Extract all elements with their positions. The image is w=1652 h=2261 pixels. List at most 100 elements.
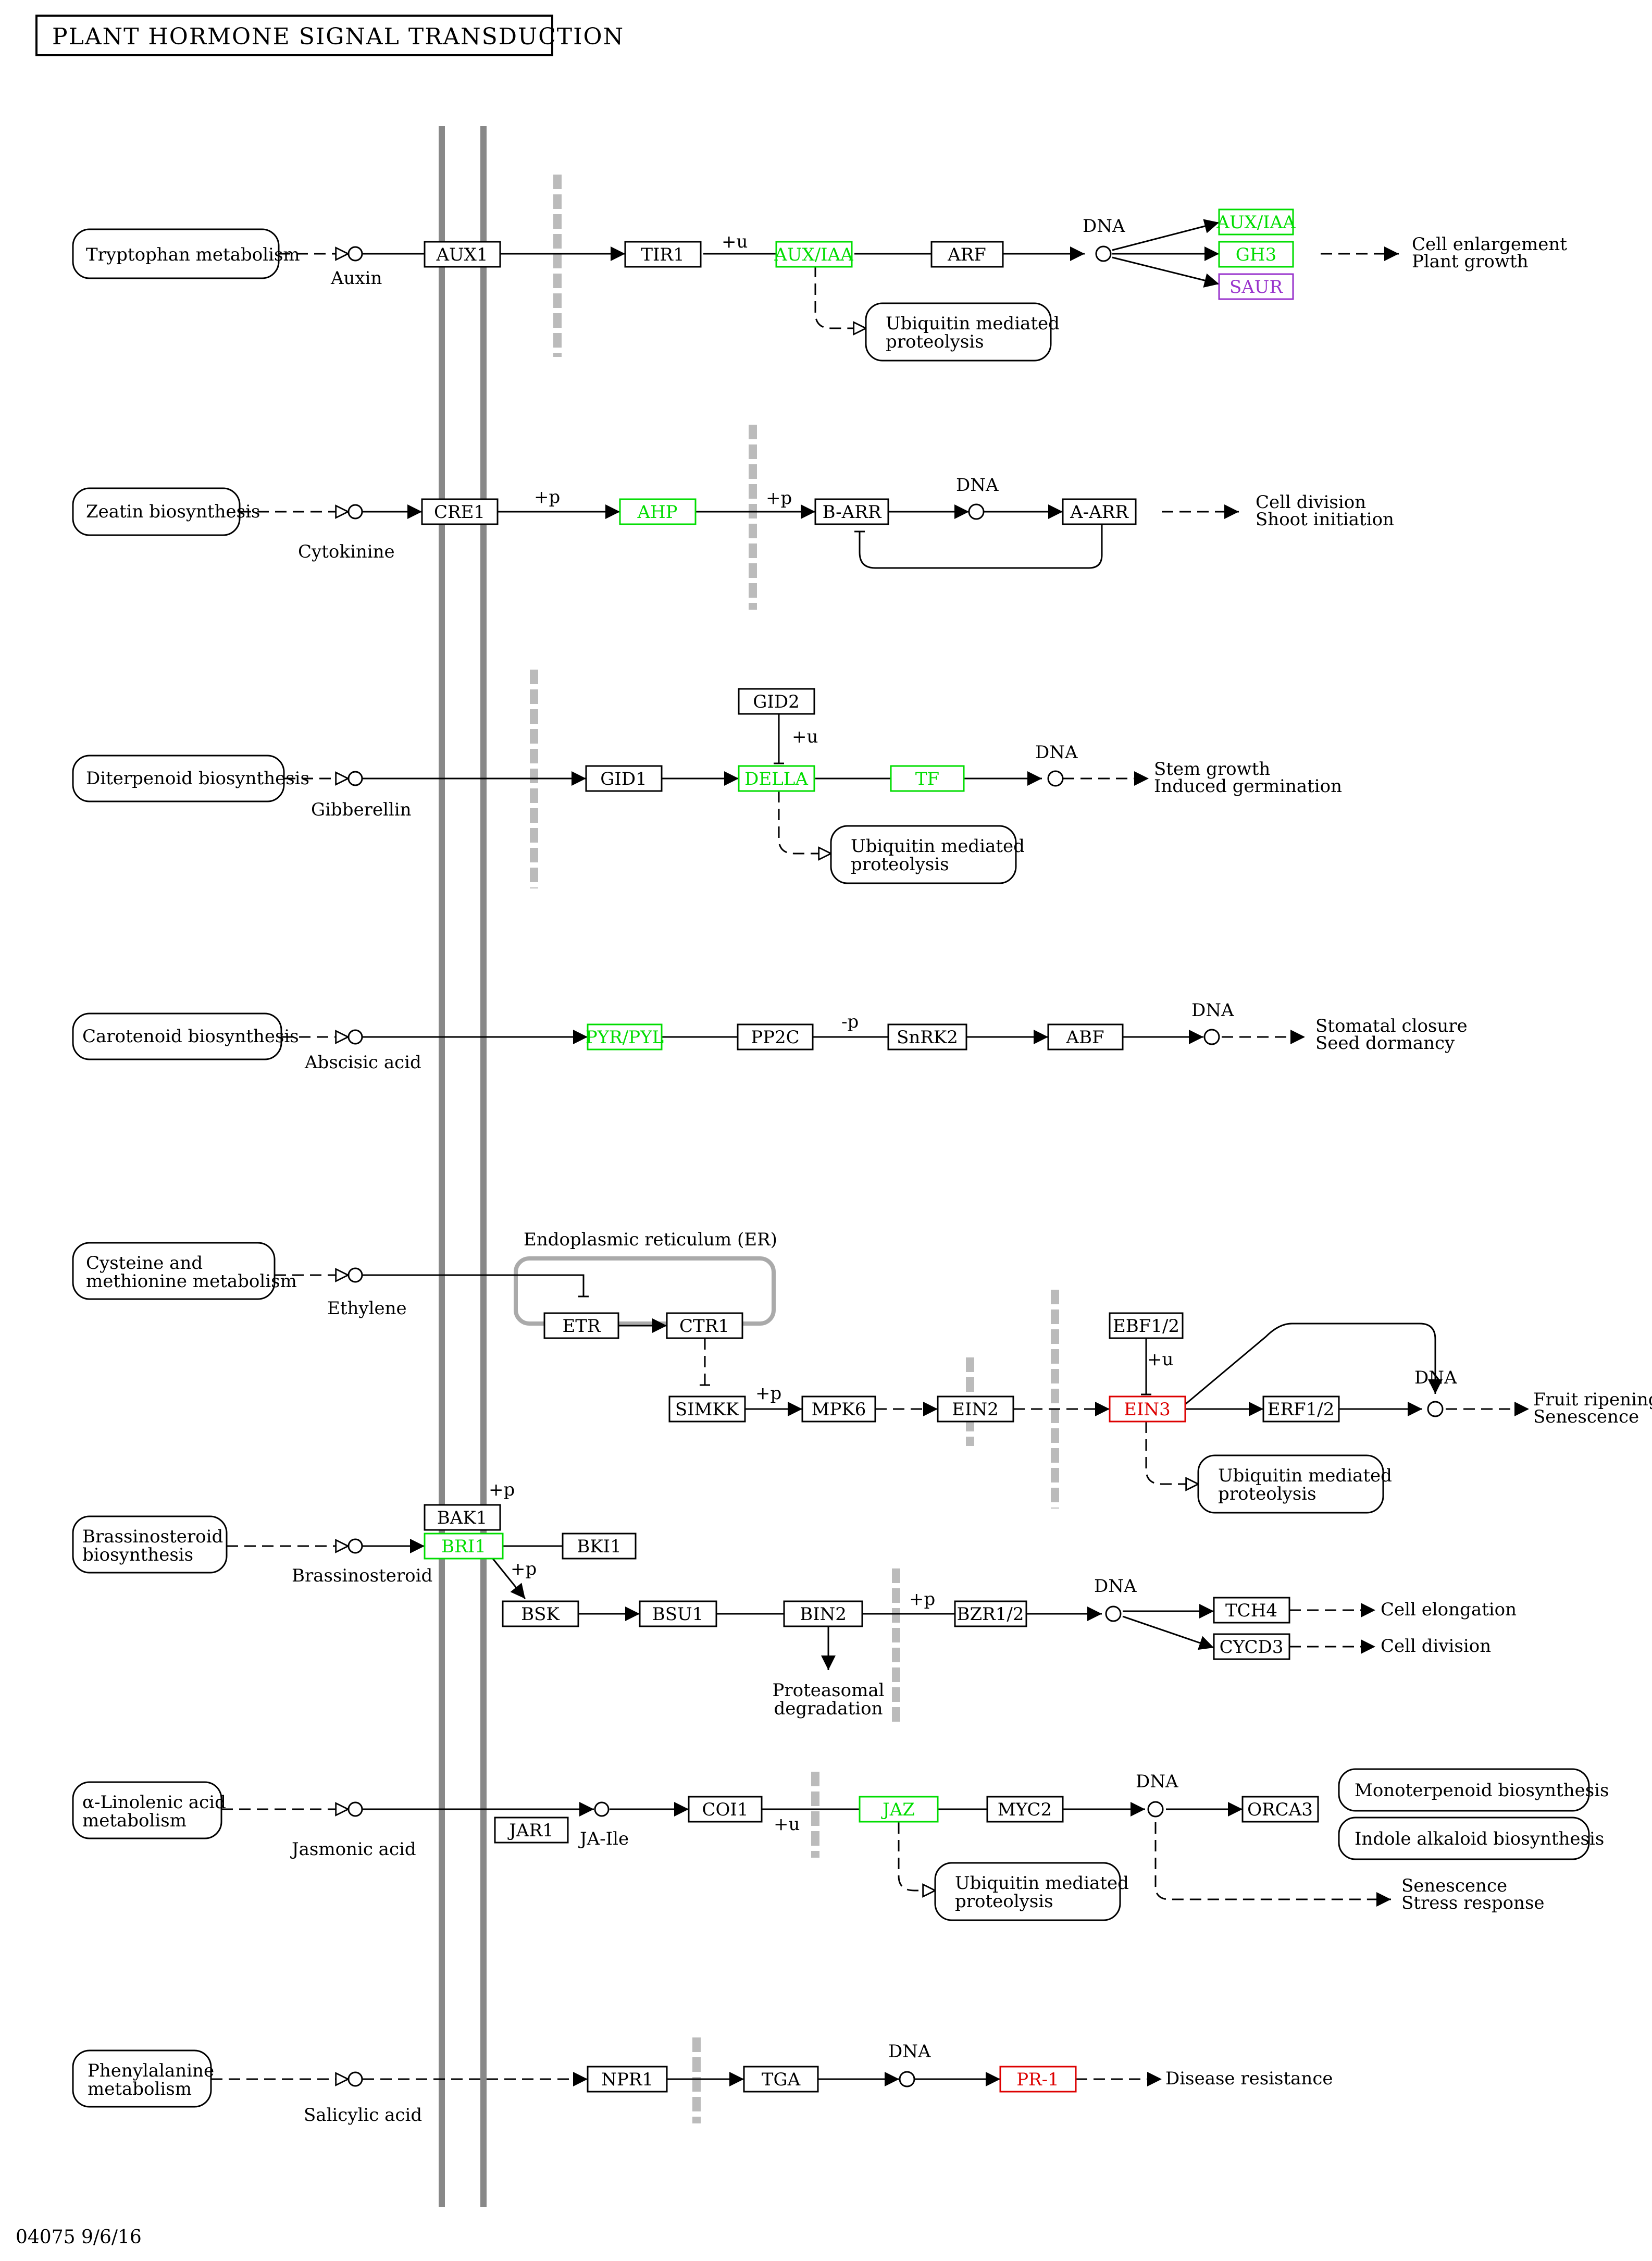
gene-della-label: DELLA <box>744 769 808 789</box>
dna-node-salicylic[interactable] <box>899 2071 915 2087</box>
gene-bak1-box[interactable] <box>424 1504 501 1531</box>
gene-erf12-box[interactable] <box>1262 1395 1340 1423</box>
gene-bsu1-box[interactable] <box>639 1600 717 1627</box>
gene-arf-box[interactable] <box>930 241 1004 268</box>
gene-ein3-box[interactable] <box>1109 1395 1186 1423</box>
gene-labels: AUX1 TIR1 AUX/IAA ARF AUX/IAA GH3 SAUR C… <box>434 212 1334 2090</box>
dna-node-gibberellin[interactable] <box>1047 770 1064 787</box>
map-ubiq1-label-2: proteolysis <box>886 331 984 352</box>
gene-saur-box[interactable] <box>1218 273 1294 300</box>
gene-aux1-box[interactable] <box>424 241 501 268</box>
map-ubiq1[interactable] <box>865 302 1052 362</box>
gene-auxiaa-target-label: AUX/IAA <box>1216 212 1296 233</box>
gene-ahp-box[interactable] <box>619 498 697 525</box>
gene-cre1-box[interactable] <box>421 498 499 525</box>
gene-auxiaa-target-box[interactable] <box>1218 208 1294 236</box>
map-ubiq4[interactable] <box>934 1862 1121 1921</box>
map-ubiq2-label-1: Ubiquitin mediated <box>851 836 1025 857</box>
map-cysteine[interactable] <box>72 1242 276 1300</box>
map-phenylalanine[interactable] <box>72 2049 212 2108</box>
gene-pyr-box[interactable] <box>587 1023 663 1051</box>
gene-myc2-label: MYC2 <box>998 1799 1052 1820</box>
gene-ein2-box[interactable] <box>937 1395 1014 1423</box>
gene-orca3-box[interactable] <box>1241 1796 1319 1823</box>
gene-arf-label: ARF <box>947 244 986 265</box>
gene-npr1-box[interactable] <box>587 2066 668 2093</box>
gene-tf-box[interactable] <box>890 765 965 792</box>
map-indole[interactable] <box>1338 1817 1590 1860</box>
gene-mpk6-box[interactable] <box>801 1395 876 1423</box>
gene-pyr-label: PYR/PYL <box>586 1027 664 1048</box>
gene-npr1-label: NPR1 <box>601 2069 653 2090</box>
gene-tir1-box[interactable] <box>624 241 702 268</box>
map-linolenic[interactable] <box>72 1781 222 1839</box>
gene-snrk2-box[interactable] <box>887 1023 967 1051</box>
dna-node-jasmonic[interactable] <box>1147 1801 1164 1818</box>
gene-simkk-box[interactable] <box>668 1395 746 1423</box>
dna-node-abscisic[interactable] <box>1203 1029 1220 1045</box>
gene-della-box[interactable] <box>738 765 815 792</box>
gene-ebf12-box[interactable] <box>1109 1312 1184 1339</box>
er-label: Endoplasmic reticulum (ER) <box>524 1229 777 1250</box>
compound-auxin[interactable] <box>347 246 363 262</box>
gene-bsk-box[interactable] <box>502 1600 579 1627</box>
gene-auxiaa-box[interactable] <box>775 241 853 268</box>
gene-gh3-box[interactable] <box>1218 241 1294 268</box>
title-box <box>35 15 553 56</box>
map-cysteine-label-1: Cysteine and <box>86 1253 203 1274</box>
compound-salicylic[interactable] <box>347 2071 363 2087</box>
compound-jasmonic[interactable] <box>347 1801 363 1817</box>
gene-aarr-box[interactable] <box>1062 498 1137 525</box>
gene-tch4-box[interactable] <box>1213 1597 1290 1624</box>
compound-abscisic[interactable] <box>347 1029 363 1045</box>
map-linolenic-label-2: metabolism <box>82 1810 187 1831</box>
map-ubiq2[interactable] <box>830 825 1017 884</box>
map-ubiq3[interactable] <box>1197 1454 1384 1514</box>
gene-gid1-box[interactable] <box>585 765 663 792</box>
gene-myc2-box[interactable] <box>986 1796 1064 1823</box>
compound-ethylene[interactable] <box>347 1267 363 1283</box>
gene-bsk-label: BSK <box>521 1604 560 1625</box>
gene-bzr12-label: BZR1/2 <box>957 1604 1024 1625</box>
gene-coi1-box[interactable] <box>688 1796 763 1823</box>
outcome-auxin-2: Plant growth <box>1412 251 1529 272</box>
gene-jaz-label: JAZ <box>881 1799 915 1820</box>
gene-ebf12-label: EBF1/2 <box>1113 1316 1179 1337</box>
map-diterpenoid[interactable] <box>72 755 285 802</box>
map-brassinosteroid-label-1: Brassinosteroid <box>82 1526 223 1547</box>
compound-gibberellin[interactable] <box>347 771 363 786</box>
gene-etr-box[interactable] <box>543 1312 619 1339</box>
compound-brassinosteroid-label: Brassinosteroid <box>292 1565 432 1586</box>
gene-orca3-label: ORCA3 <box>1247 1799 1313 1820</box>
gene-pp2c-box[interactable] <box>737 1023 814 1051</box>
dna-node-ethylene[interactable] <box>1427 1401 1444 1417</box>
gene-bri1-box[interactable] <box>424 1533 504 1560</box>
map-ubiq1-label-1: Ubiquitin mediated <box>886 313 1060 334</box>
gene-barr-box[interactable] <box>814 498 889 525</box>
compound-jaile[interactable] <box>594 1801 610 1817</box>
compound-cytokinine[interactable] <box>347 504 363 520</box>
map-brassinosteroid[interactable] <box>72 1515 228 1574</box>
gene-bki1-box[interactable] <box>562 1533 637 1560</box>
map-carotenoid[interactable] <box>72 1012 282 1060</box>
gene-tga-box[interactable] <box>743 2066 819 2093</box>
compound-abscisic-label: Abscisic acid <box>304 1052 421 1073</box>
dna-node-cytokinine[interactable] <box>968 503 985 520</box>
map-monoterpenoid[interactable] <box>1338 1768 1590 1812</box>
gene-pr1-box[interactable] <box>999 2066 1077 2093</box>
map-zeatin[interactable] <box>72 487 241 536</box>
gene-cycd3-box[interactable] <box>1213 1633 1290 1660</box>
gene-bzr12-box[interactable] <box>954 1600 1027 1627</box>
map-labels: Tryptophan metabolism Zeatin biosynthesi… <box>82 244 1609 2099</box>
gene-jaz-box[interactable] <box>859 1796 939 1823</box>
dna-node-brassinosteroid[interactable] <box>1105 1605 1122 1622</box>
outcome-abscisic-1: Stomatal closure <box>1315 1016 1468 1036</box>
gene-abf-box[interactable] <box>1047 1023 1124 1051</box>
gene-jar1-box[interactable] <box>494 1817 569 1844</box>
gene-ctr1-box[interactable] <box>666 1312 743 1339</box>
map-tryptophan[interactable] <box>72 228 280 279</box>
compound-brassinosteroid[interactable] <box>347 1538 363 1554</box>
gene-bin2-box[interactable] <box>783 1600 863 1627</box>
dna-node-auxin[interactable] <box>1095 245 1112 262</box>
gene-gid2-box[interactable] <box>738 688 815 715</box>
